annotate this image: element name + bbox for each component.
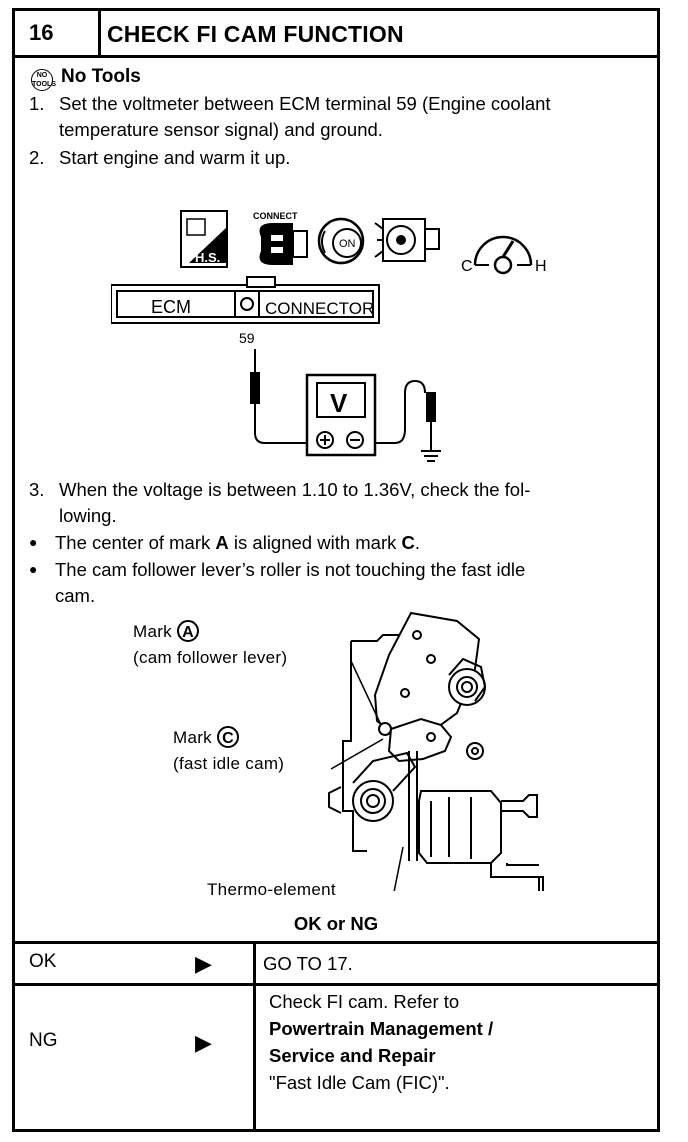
result-label-ok: OK: [29, 951, 57, 972]
mark-c-badge: C: [217, 726, 240, 748]
ignition-on-icon: ON: [317, 217, 365, 265]
thermo-element-label: Thermo-element: [207, 880, 336, 899]
svg-text:H: H: [535, 258, 547, 275]
voltmeter: V: [305, 373, 377, 457]
step-2: 2. Start engine and warm it up.: [29, 147, 291, 168]
test-leads: [250, 349, 441, 462]
arrow-icon: ▶: [195, 951, 212, 976]
svg-text:CONNECTOR: CONNECTOR: [265, 299, 374, 318]
result-action-ok: GO TO 17.: [263, 953, 353, 974]
ok-or-ng-label: OK or NG: [293, 913, 379, 934]
step-title: CHECK FI CAM FUNCTION: [107, 21, 404, 47]
arrow-icon: ▶: [195, 1030, 212, 1055]
result-row-ok: OK ▶ GO TO 17.: [15, 941, 657, 984]
voltmeter-diagram: H.S. CONNECT ON C: [111, 210, 547, 462]
mark-a-label: Mark A (cam follower lever): [133, 620, 288, 667]
result-row-ng: NG ▶ Check FI cam. Refer to Powertrain M…: [15, 983, 657, 1132]
step-1: 1. Set the voltmeter between ECM termina…: [29, 93, 551, 140]
tools-label: No Tools: [61, 66, 141, 87]
row-divider: [253, 944, 256, 984]
svg-text:ON: ON: [339, 238, 356, 250]
bullet-1: ● The center of mark A is aligned with m…: [29, 532, 421, 553]
step-header: 16 CHECK FI CAM FUNCTION: [15, 11, 657, 58]
result-label-ng: NG: [29, 1030, 58, 1051]
row-divider: [253, 986, 256, 1132]
svg-text:CONNECT: CONNECT: [253, 211, 298, 221]
result-action-ng: Check FI cam. Refer to Powertrain Manage…: [269, 991, 494, 1093]
svg-text:ECM: ECM: [151, 297, 191, 317]
engine-running-icon: [374, 218, 440, 262]
connect-icon: CONNECT: [253, 211, 308, 265]
hot-engine-icon: H.S.: [180, 210, 228, 268]
mark-c-label: Mark C (fast idle cam): [173, 726, 285, 773]
svg-text:59: 59: [239, 330, 255, 346]
mark-a-badge: A: [177, 620, 200, 642]
bullet-2: ● The cam follower lever’s roller is not…: [29, 559, 526, 606]
svg-text:C: C: [461, 258, 473, 275]
ecm-connector: ECM CONNECTOR 59: [111, 276, 380, 346]
svg-text:V: V: [330, 388, 348, 418]
step-3: 3. When the voltage is between 1.10 to 1…: [29, 479, 531, 526]
step-number: 16: [15, 11, 101, 55]
fi-cam-diagram: [328, 611, 544, 891]
svg-text:H.S.: H.S.: [195, 250, 220, 265]
temperature-gauge-icon: C H: [461, 235, 547, 275]
